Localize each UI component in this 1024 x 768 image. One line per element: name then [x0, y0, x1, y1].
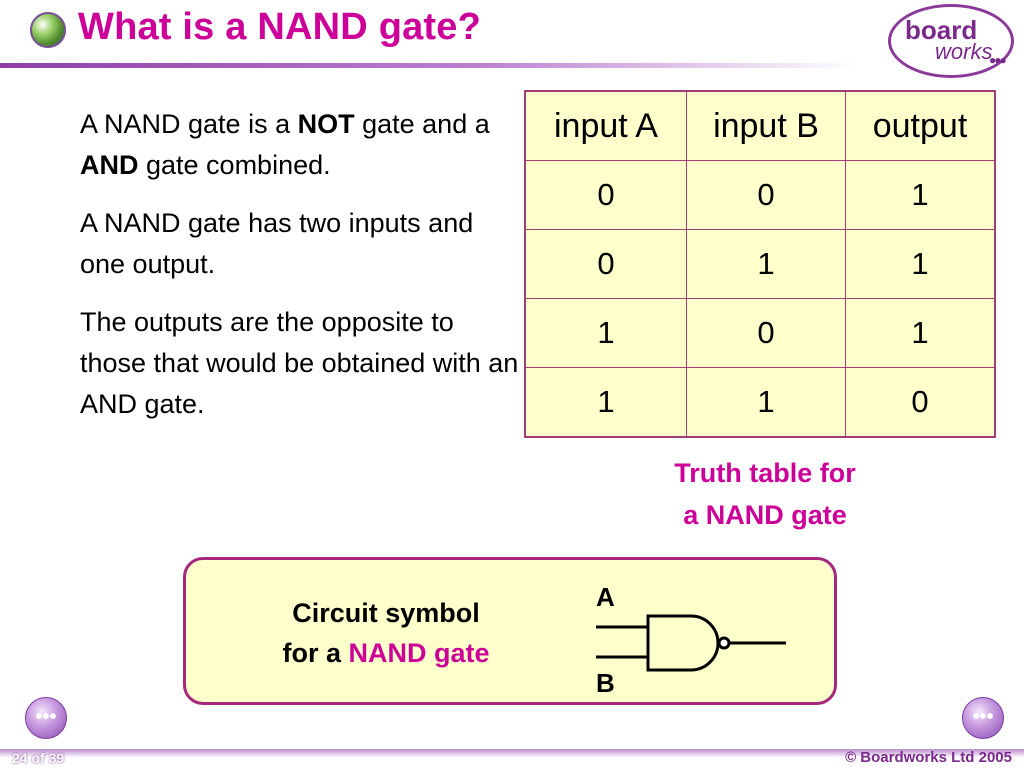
p1-text-a: A NAND gate is a	[80, 109, 298, 139]
p1-text-b: gate and a	[354, 109, 490, 139]
cell-input-a: 1	[524, 367, 687, 438]
footer-bar	[0, 749, 1024, 768]
table-row: 0 0 1	[524, 160, 996, 230]
logo-word-works: works	[935, 39, 993, 64]
cell-input-a: 1	[524, 298, 687, 368]
cell-output: 1	[845, 229, 996, 299]
explanation-text: A NAND gate is a NOT gate and a AND gate…	[80, 104, 520, 442]
cell-input-b: 1	[686, 229, 846, 299]
nand-gate-body	[646, 614, 720, 672]
header-input-b: input B	[686, 90, 846, 161]
cell-output: 1	[845, 298, 996, 368]
paragraph-nand-definition: A NAND gate is a NOT gate and a AND gate…	[80, 104, 520, 186]
header-output: output	[845, 90, 996, 161]
page-counter: 24 of 39	[12, 750, 65, 766]
boardworks-logo: board works ●●●	[888, 4, 1014, 78]
page-title: What is a NAND gate?	[78, 6, 482, 48]
title-bar: What is a NAND gate? board works ●●●	[0, 0, 1024, 80]
circuit-label-line-2: for a NAND gate	[246, 633, 526, 673]
input-a-label: A	[596, 582, 615, 612]
logo-dots-icon: ●●●	[989, 53, 1007, 67]
next-slide-button[interactable]: •••	[962, 697, 1004, 739]
circuit-symbol-panel: Circuit symbol for a NAND gate A B	[183, 557, 837, 705]
truth-table-caption: Truth table for a NAND gate	[620, 452, 910, 536]
p1-bold-not: NOT	[297, 109, 355, 139]
cell-input-a: 0	[524, 160, 687, 230]
globe-icon	[30, 12, 66, 48]
table-header-row: input A input B output	[524, 90, 996, 161]
circuit-label-highlight: NAND gate	[348, 638, 490, 668]
title-divider	[0, 63, 860, 68]
p1-text-c: gate combined.	[138, 150, 331, 180]
table-row: 0 1 1	[524, 229, 996, 299]
previous-slide-button[interactable]: •••	[25, 697, 67, 739]
caption-line-2: a NAND gate	[683, 500, 847, 530]
circuit-label-line-1: Circuit symbol	[292, 598, 480, 628]
cell-input-b: 1	[686, 367, 846, 438]
nand-inversion-bubble	[717, 636, 731, 650]
input-b-label: B	[596, 668, 615, 694]
caption-line-1: Truth table for	[674, 458, 856, 488]
table-row: 1 0 1	[524, 298, 996, 368]
cell-output: 1	[845, 160, 996, 230]
copyright-text: © Boardworks Ltd 2005	[845, 749, 1012, 766]
nand-gate-symbol: A B	[596, 582, 786, 694]
circuit-label-prefix: for a	[282, 638, 349, 668]
p1-bold-and: AND	[80, 150, 139, 180]
cell-input-a: 0	[524, 229, 687, 299]
paragraph-opposite-outputs: The outputs are the opposite to those th…	[80, 307, 519, 419]
cell-input-b: 0	[686, 160, 846, 230]
cell-output: 0	[845, 367, 996, 438]
cell-input-b: 0	[686, 298, 846, 368]
logo-word-board: board	[905, 15, 978, 45]
truth-table: input A input B output 0 0 1 0 1 1 1 0 1…	[524, 90, 996, 438]
paragraph-inputs-outputs: A NAND gate has two inputs and one outpu…	[80, 208, 474, 279]
circuit-symbol-label: Circuit symbol for a NAND gate	[246, 593, 526, 673]
table-row: 1 1 0	[524, 367, 996, 438]
header-input-a: input A	[524, 90, 687, 161]
